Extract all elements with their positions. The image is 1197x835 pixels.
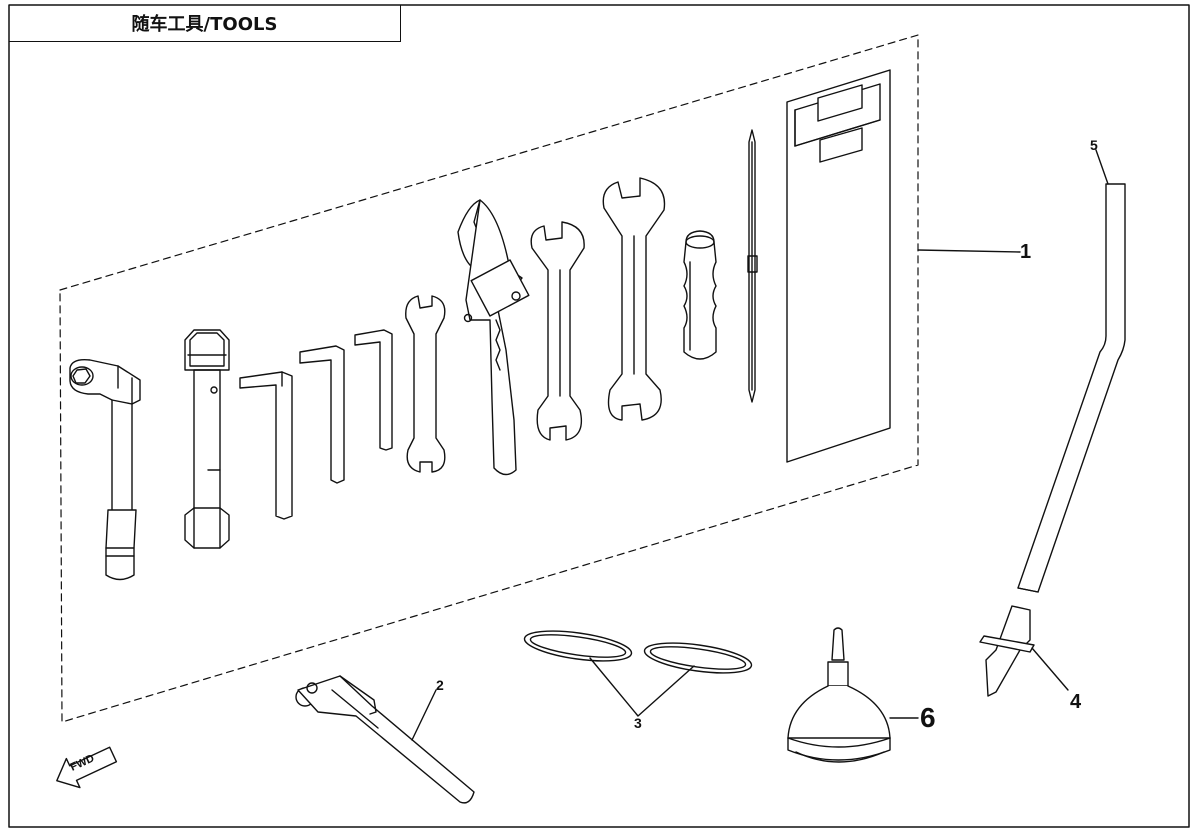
funnel [787,627,891,763]
callout-6: 6 [920,702,936,733]
drawing-frame [8,4,1190,828]
fwd-arrow [56,746,118,789]
extension-bar [1017,183,1126,593]
wrench-large [602,177,666,421]
screwdriver-bit [747,129,758,403]
hex-key-large [239,371,293,520]
l-socket-wrench [69,358,141,581]
hex-key-small [354,329,393,451]
kit-boundary-dashed [59,34,919,723]
tool-pouch [786,69,891,463]
leader-5 [1095,149,1109,185]
callout-3: 3 [634,715,642,731]
pressure-gauge [295,675,475,804]
o-ring-right [643,642,753,674]
o-ring-left [523,630,633,662]
tubular-box-spanner [184,329,230,549]
leader-4 [1031,647,1069,691]
leader-1 [917,249,1021,253]
callout-2: 2 [436,677,444,693]
leader-2 [411,689,437,741]
title-box: 随车工具/TOOLS [9,5,401,42]
wrench-small [405,295,446,473]
hex-key-medium [299,345,345,484]
callout-5: 5 [1090,137,1098,153]
wrench-medium [530,221,585,441]
callout-4: 4 [1070,691,1082,713]
leader-3 [589,657,695,717]
callout-1: 1 [1020,241,1032,263]
punch-tool [979,605,1035,697]
pipe-wrench [457,199,530,476]
screwdriver-handle [683,230,717,360]
